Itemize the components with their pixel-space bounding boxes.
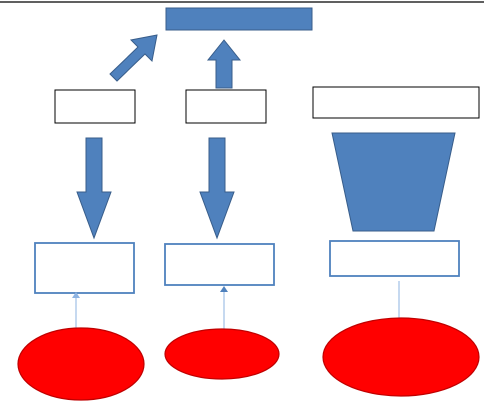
right-red-oval[interactable] [322,317,480,397]
top-blue-bar[interactable] [165,7,313,31]
left-red-oval[interactable] [17,327,145,401]
left-connector-arrowhead [72,292,80,298]
left-target-box[interactable] [34,242,135,294]
right-funnel [331,132,456,232]
middle-red-oval[interactable] [164,328,280,380]
diagonal-arrow-up-right [109,34,158,82]
middle-down-arrow [199,137,235,240]
left-down-arrow [76,137,112,240]
right-input-box[interactable] [312,86,480,119]
right-target-box[interactable] [329,240,460,277]
middle-input-box[interactable] [185,89,267,124]
left-input-box[interactable] [54,89,136,124]
middle-up-arrow [206,39,242,89]
middle-connector-arrowhead [220,286,228,292]
middle-target-box[interactable] [164,243,275,286]
